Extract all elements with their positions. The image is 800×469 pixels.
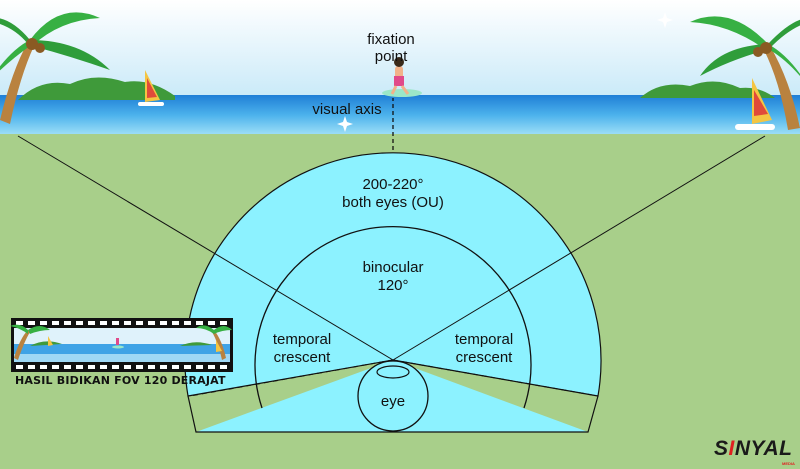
sight-line-left (17, 135, 394, 361)
temporal-right-label-1: temporal (455, 331, 513, 348)
binocular-label-2: 120° (377, 277, 408, 294)
lower-edge (187, 395, 599, 433)
sailboat-right (735, 78, 775, 130)
sight-line-right (392, 135, 766, 361)
inset-caption: HASIL BIDIKAN FOV 120 DERAJAT (15, 374, 226, 387)
island-left (18, 77, 175, 100)
total-fov-label-2: both eyes (OU) (342, 194, 444, 211)
dashed-limit-right (392, 359, 599, 397)
eye-circle (357, 360, 429, 432)
island-right (640, 81, 775, 98)
logo-text-post: NYAL (734, 437, 793, 460)
eye-lens (376, 365, 410, 379)
binocular-arc (254, 225, 532, 409)
sparkle-icon (337, 12, 673, 132)
palm-tree-right (690, 16, 800, 130)
temporal-right-label-2: crescent (456, 349, 514, 366)
film-frame-image (10, 324, 232, 362)
eye-label: eye (381, 393, 405, 410)
total-fov-region (184, 152, 602, 397)
sailboat-left (138, 70, 164, 106)
surfer-figure (382, 57, 422, 97)
sea (0, 95, 800, 135)
film-perforations-top (16, 321, 227, 325)
film-strip-inset (10, 318, 233, 372)
palm-tree-left (0, 12, 110, 124)
logo-text-pre: S (714, 437, 729, 460)
dashed-limit-left (189, 359, 394, 397)
fixation-label-2: point (375, 48, 408, 65)
binocular-label-1: binocular (363, 259, 424, 276)
fixation-label-1: fixation (367, 31, 415, 48)
film-perforations-bottom (16, 365, 227, 369)
logo-subtext: MEDIA (782, 461, 795, 466)
logo-text-accent: I (728, 437, 735, 460)
signal-media-logo: SINYAL (714, 437, 792, 461)
total-fov-label-1: 200-220° (362, 176, 423, 193)
temporal-left-label-1: temporal (273, 331, 331, 348)
visual-axis-label: visual axis (312, 101, 381, 118)
temporal-left-label-2: crescent (274, 349, 332, 366)
